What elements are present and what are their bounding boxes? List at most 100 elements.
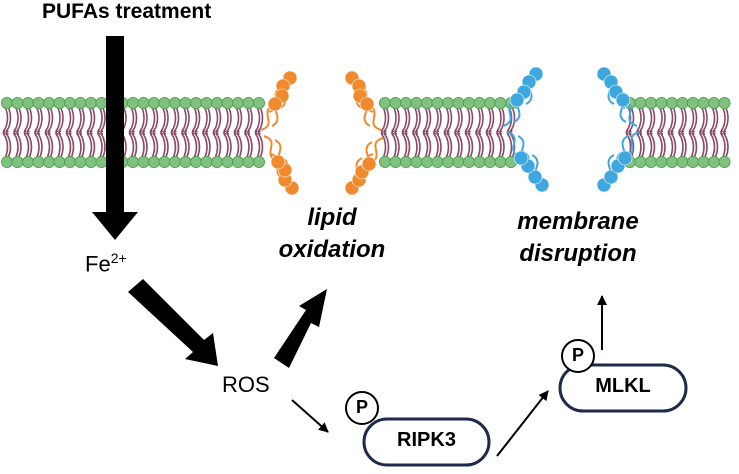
lipid-head [645, 97, 658, 110]
lipid-tail [720, 107, 729, 135]
lipid-tail [391, 130, 400, 158]
lipid-oxidation-line2: oxidation [278, 236, 386, 263]
lipid-tail [233, 107, 243, 135]
molecule-head [361, 156, 377, 172]
lipid-head [64, 155, 77, 168]
ripk3-to-mlkl-arrow [496, 390, 549, 457]
lipid-head [64, 97, 77, 110]
lipid-head [231, 97, 244, 110]
lipid-tail [149, 107, 159, 135]
lipid-head [147, 97, 160, 110]
lipid-tail [44, 130, 54, 158]
lipid-tail [76, 130, 85, 158]
lipid-head [74, 155, 87, 168]
lipid-tail [23, 130, 33, 158]
lipid-head [718, 97, 731, 110]
iron-symbol: Fe [85, 251, 111, 277]
membrane-disruption-line1: membrane [517, 208, 639, 235]
lipid-tail [475, 130, 484, 158]
molecule-head [509, 92, 525, 108]
mlkl-node [558, 363, 688, 413]
lipid-tail [646, 130, 656, 158]
membrane-disruption-line2: disruption [519, 240, 637, 267]
lipid-head [399, 155, 412, 168]
lipid-tail [97, 130, 106, 158]
oxidized-lipid [260, 88, 290, 131]
lipid-head [221, 155, 234, 168]
lipid-tail [2, 130, 12, 158]
lipid-tail [422, 107, 432, 135]
lipid-tail [233, 130, 243, 158]
lipid-head [189, 155, 202, 168]
lipid-tail [443, 130, 453, 158]
lipid-head [168, 155, 181, 168]
lipid-tail [699, 130, 708, 158]
disrupted-lipid [610, 131, 640, 174]
lipid-tail [244, 107, 253, 135]
lipid-tail [412, 130, 421, 158]
lipid-tail [34, 107, 43, 135]
ros-to-ripk3-arrow [291, 399, 329, 433]
lipid-tail [464, 130, 474, 158]
lipid-tail [496, 107, 505, 135]
lipid-head [655, 155, 668, 168]
lipid-tail [181, 130, 190, 158]
lipid-head [43, 155, 56, 168]
lipid-head [462, 155, 475, 168]
lipid-head [494, 155, 507, 168]
lipid-tail [212, 130, 222, 158]
lipid-tail [44, 107, 54, 135]
lipid-head [252, 155, 265, 168]
lipid-molecules [260, 66, 640, 196]
lipid-tail [128, 107, 138, 135]
lipid-head [1, 155, 13, 168]
lipid-tail [485, 130, 495, 158]
lipid-tail [65, 107, 75, 135]
treatment-label: PUFAs treatment [42, 0, 212, 23]
lipid-head [676, 97, 689, 110]
lipid-head [147, 155, 160, 168]
lipid-tail [720, 130, 729, 158]
lipid-head [200, 97, 213, 110]
ripk3-label: RIPK3 [397, 429, 456, 451]
lipid-head [1, 97, 13, 110]
lipid-head [378, 155, 391, 168]
lipid-head [708, 97, 721, 110]
lipid-head [95, 97, 108, 110]
lipid-head [11, 97, 24, 110]
lipid-tail [2, 107, 12, 135]
lipid-head [697, 155, 710, 168]
lipid-tail [688, 107, 698, 135]
lipid-head [179, 97, 192, 110]
lipid-head [210, 155, 223, 168]
lipid-head [431, 97, 444, 110]
lipid-tail [709, 107, 719, 135]
lipid-head [179, 155, 192, 168]
lipid-tail [391, 107, 400, 135]
lipid-head [634, 97, 647, 110]
iron-charge: 2+ [110, 250, 127, 266]
iron-to-ros-arrow [128, 279, 218, 366]
lipid-head [634, 155, 647, 168]
lipid-oxidation-line1: lipid [307, 204, 357, 231]
lipid-tail [636, 130, 645, 158]
lipid-head [95, 155, 108, 168]
molecule-head [359, 96, 375, 112]
lipid-head [85, 97, 98, 110]
molecule-head [527, 169, 543, 185]
lipid-tail [433, 107, 442, 135]
lipid-head [410, 97, 423, 110]
phospho-label-mlkl: P [571, 345, 584, 365]
lipid-head [231, 155, 244, 168]
lipid-head [708, 155, 721, 168]
lipid-head [137, 155, 150, 168]
ripk3-node [362, 417, 491, 467]
lipid-head [127, 155, 140, 168]
lipid-tail [667, 107, 677, 135]
lipid-tail [191, 107, 201, 135]
lipid-head [21, 97, 34, 110]
lipid-tail [699, 107, 708, 135]
phospho-badge-mlkl [561, 339, 595, 373]
lipid-tail [496, 130, 505, 158]
